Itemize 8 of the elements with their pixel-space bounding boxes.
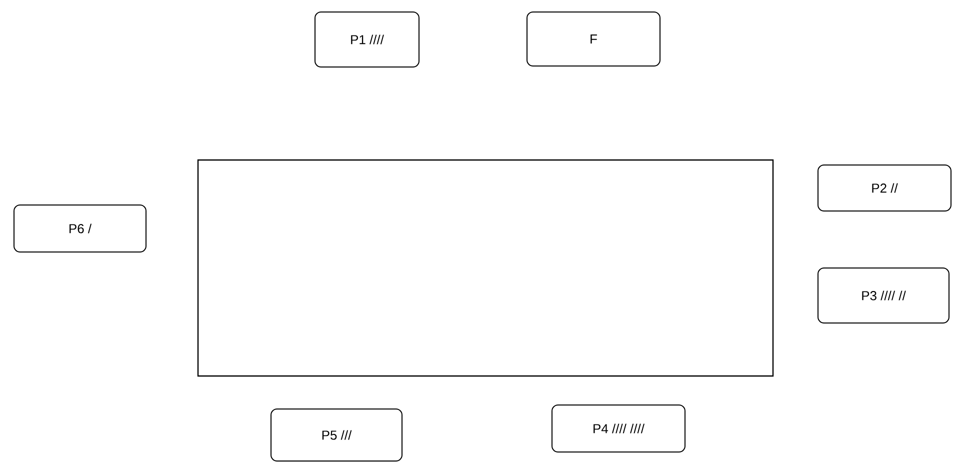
empty-box bbox=[197, 159, 774, 377]
rounded-box: P2 // bbox=[818, 164, 952, 212]
rounded-box: P1 //// bbox=[314, 12, 420, 68]
rounded-box: P3 //// // bbox=[818, 267, 950, 324]
rounded-box: P6 / bbox=[14, 204, 146, 252]
rounded-box: P4 //// //// bbox=[552, 404, 686, 452]
rounded-box: F bbox=[526, 12, 660, 66]
rounded-box: P5 /// bbox=[270, 408, 402, 462]
